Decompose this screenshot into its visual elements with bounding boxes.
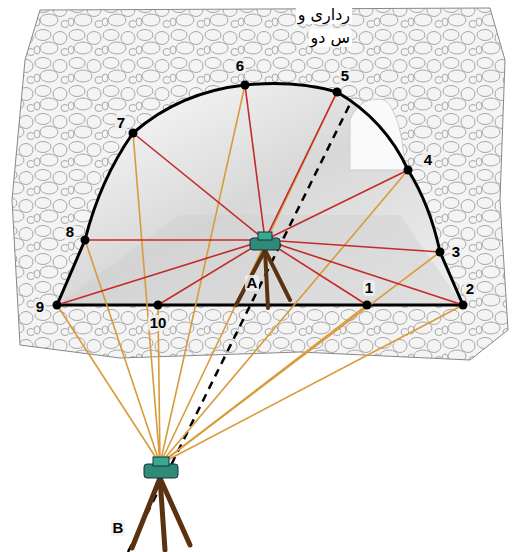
sight-line <box>160 170 408 464</box>
caption-fragment: رداری و <box>296 6 352 24</box>
callout-number: 10 <box>148 315 169 332</box>
sight-line <box>85 240 160 464</box>
sight-line <box>265 92 337 240</box>
sight-line <box>158 240 265 305</box>
callout-number: 6 <box>234 58 246 75</box>
survey-point <box>363 301 372 310</box>
survey-point <box>241 81 250 90</box>
sight-line <box>265 240 367 305</box>
callout-number: B <box>111 520 126 537</box>
survey-point <box>53 301 62 310</box>
sight-line <box>57 240 265 305</box>
callout-number: 9 <box>34 299 46 316</box>
callout-number: 1 <box>363 280 375 297</box>
survey-point <box>404 166 413 175</box>
survey-point <box>154 301 163 310</box>
callout-number: A <box>245 275 260 292</box>
callout-number: 5 <box>339 68 351 85</box>
survey-point <box>129 129 138 138</box>
callout-number: 4 <box>422 152 434 169</box>
sight-line <box>57 305 160 464</box>
survey-point <box>333 88 342 97</box>
caption-fragment: س دو <box>309 29 352 47</box>
sight-line <box>133 133 160 464</box>
sight-line <box>160 92 337 464</box>
sight-line <box>160 85 245 464</box>
callout-number: 2 <box>464 281 476 298</box>
callout-number: 7 <box>115 115 127 132</box>
survey-point <box>81 236 90 245</box>
callout-number: 8 <box>64 224 76 241</box>
callout-number: 3 <box>450 244 462 261</box>
sight-line <box>265 240 463 305</box>
sight-line <box>133 133 265 240</box>
survey-point <box>459 301 468 310</box>
sight-line <box>245 85 265 240</box>
sight-line <box>85 239 265 241</box>
sight-line <box>265 240 440 252</box>
survey-point <box>436 248 445 257</box>
sight-line <box>160 305 463 464</box>
sight-line <box>265 170 408 240</box>
